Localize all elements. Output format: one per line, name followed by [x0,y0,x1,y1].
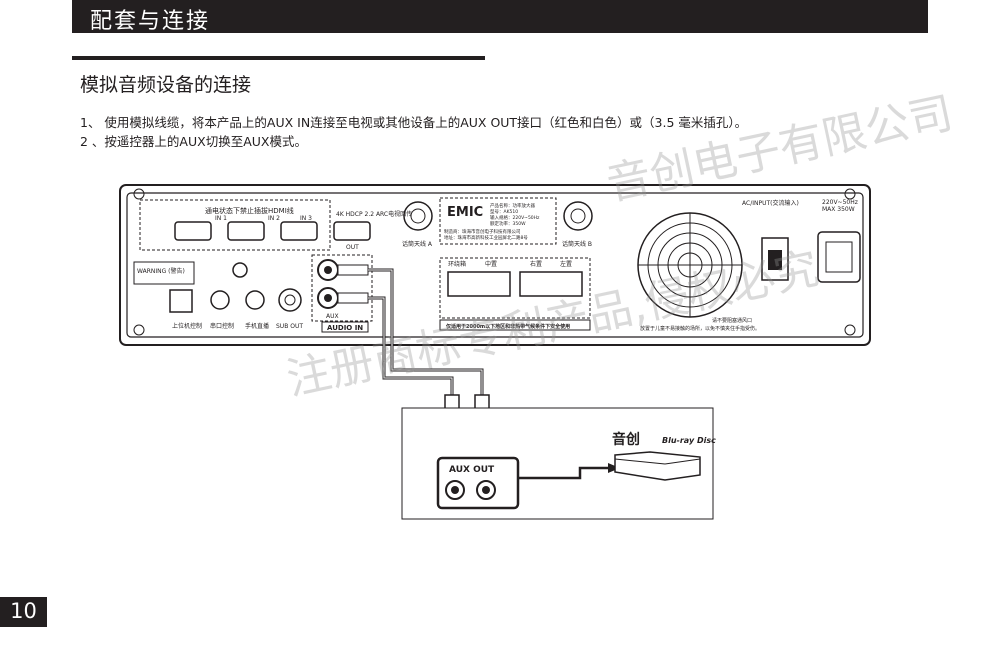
antenna-a-label: 话筒天线 A [402,240,433,248]
amplifier-rear-panel: 通电状态下禁止插拔HDMI线 IN 1 IN 2 IN 3 4K HDCP 2.… [119,184,871,346]
hdmi-in-2-label: IN 2 [268,215,280,222]
port-label-serial: 串口控制 [210,322,234,330]
blu-ray-player-box: 音创 Blu-ray Disc AUX OUT [401,407,716,520]
page-number: 10 [10,599,37,623]
power-input-label: AC/INPUT(交流输入) [742,199,799,207]
product-info-6: 地址：珠海市高新科技工业园屏北二路8号 [444,234,528,241]
page-header-title: 配套与连接 [90,9,211,34]
safety-note: 仅适用于2000m以下地区和非热带气候条件下安全使用 [445,323,570,330]
player-brand-logo: 音创 [612,431,640,448]
section-title: 模拟音频设备的连接 [80,74,252,96]
port-label-phone: 手机直播 [245,322,269,330]
product-info-3: 输入规格：220V~50Hz [490,214,540,221]
port-label-sub-out: SUB OUT [276,323,303,330]
warning-label: WARNING (警告) [137,267,185,275]
port-label-host: 上位机控制 [172,322,202,330]
product-info-4: 额定功率：350W [490,220,526,227]
power-spec-1: 220V~50Hz [822,199,858,206]
instruction-step-1: 1、 使用模拟线缆，将本产品上的AUX IN连接至电视或其他设备上的AUX OU… [80,115,748,130]
speaker-label-right: 右置 [530,260,542,268]
panel-brand-logo: EMIC [447,205,483,220]
speaker-label-left: 左置 [560,260,572,268]
product-info-1: 产品名称：功率放大器 [490,202,535,209]
hdmi-out-note: 4K HDCP 2.2 ARC电视回传 [336,210,412,218]
aux-label: AUX [326,313,339,320]
aux-out-label: AUX OUT [449,465,495,475]
section-divider [72,56,485,60]
power-spec-2: MAX 350W [822,206,855,213]
vent-note: 请不要阻塞通风口 [712,317,752,324]
antenna-b-label: 话筒天线 B [562,240,592,248]
hdmi-in-1-label: IN 1 [215,215,227,222]
vent-note-2: 放置于儿童不易接触的场所，以免不慎夹住手指受伤。 [640,325,760,332]
hdmi-out-label: OUT [346,244,359,251]
instruction-step-2: 2 、按遥控器上的AUX切换至AUX模式。 [80,134,307,149]
page-number-box: 10 [0,597,47,627]
hdmi-warning-note: 通电状态下禁止插拔HDMI线 [205,206,294,215]
speaker-label-center: 中置 [485,260,497,268]
product-info-5: 制造商：珠海市音创电子科技有限公司 [444,228,521,235]
header-bar: 配套与连接 [72,0,928,34]
audio-in-label: AUDIO IN [327,324,363,332]
bluray-disc-logo: Blu-ray Disc [662,436,716,445]
speaker-label-surround: 环绕箱 [448,260,466,268]
product-info-2: 型号：AK510 [490,208,518,215]
hdmi-in-3-label: IN 3 [300,215,312,222]
